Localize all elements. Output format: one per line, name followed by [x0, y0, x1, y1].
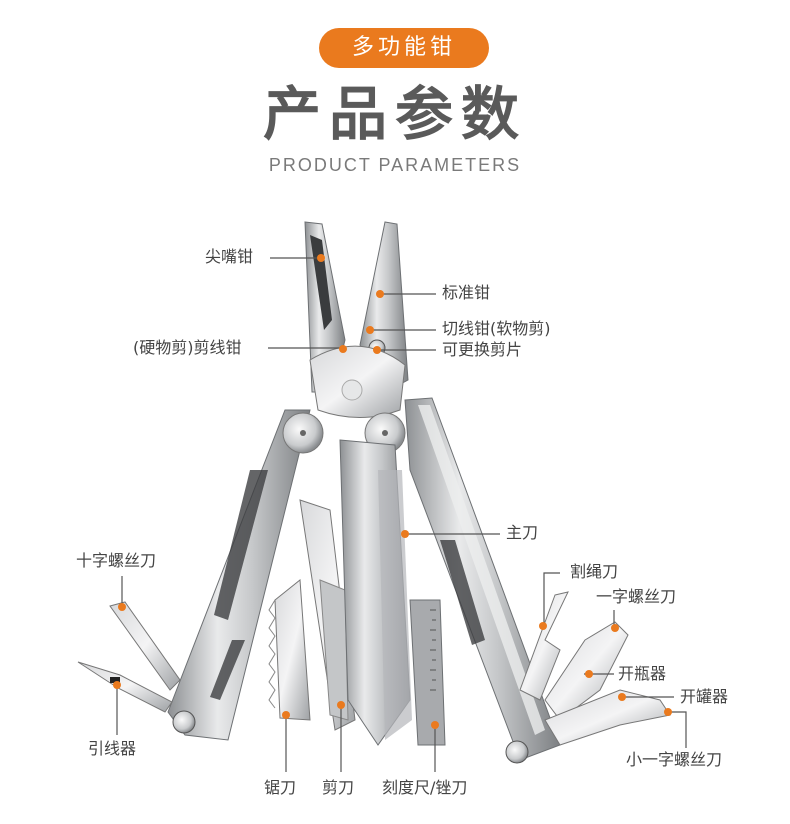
right-handle [404, 397, 561, 764]
leader-lines [116, 257, 687, 772]
label-phillips-screwdriver: 十字螺丝刀 [76, 551, 157, 570]
label-ruler-file: 刻度尺/锉刀 [382, 778, 468, 797]
label-bottle-opener: 开瓶器 [618, 664, 667, 683]
left-fold-tools [77, 601, 181, 713]
saw-and-scissors [268, 499, 356, 731]
label-rope-cutter: 割绳刀 [570, 562, 619, 581]
callout-dots [113, 254, 672, 729]
page-title: 产品参数 [262, 80, 527, 148]
label-saw: 锯刀 [264, 778, 297, 797]
label-wire-cutter-hard: (硬物剪)剪线钳 [133, 338, 242, 357]
category-badge: 多功能钳 [319, 28, 489, 68]
label-needle-nose-pliers: 尖嘴钳 [205, 247, 254, 266]
label-wire-cutter-soft: 切线钳(软物剪) [442, 319, 551, 338]
plier-jaws [304, 221, 409, 418]
label-main-knife: 主刀 [506, 523, 539, 542]
label-can-opener: 开罐器 [680, 687, 729, 706]
label-scissors: 剪刀 [322, 778, 355, 797]
left-handle [167, 409, 311, 741]
label-small-flat-screwdriver: 小一字螺丝刀 [626, 750, 723, 769]
main-knife-blade [339, 439, 412, 746]
page-subtitle: PRODUCT PARAMETERS [268, 155, 522, 175]
ruler-file-blade [409, 599, 446, 746]
label-wire-guide: 引线器 [88, 739, 137, 758]
label-standard-pliers: 标准钳 [442, 283, 491, 302]
label-replaceable-blade: 可更换剪片 [442, 340, 523, 359]
label-flat-screwdriver: 一字螺丝刀 [596, 587, 677, 606]
